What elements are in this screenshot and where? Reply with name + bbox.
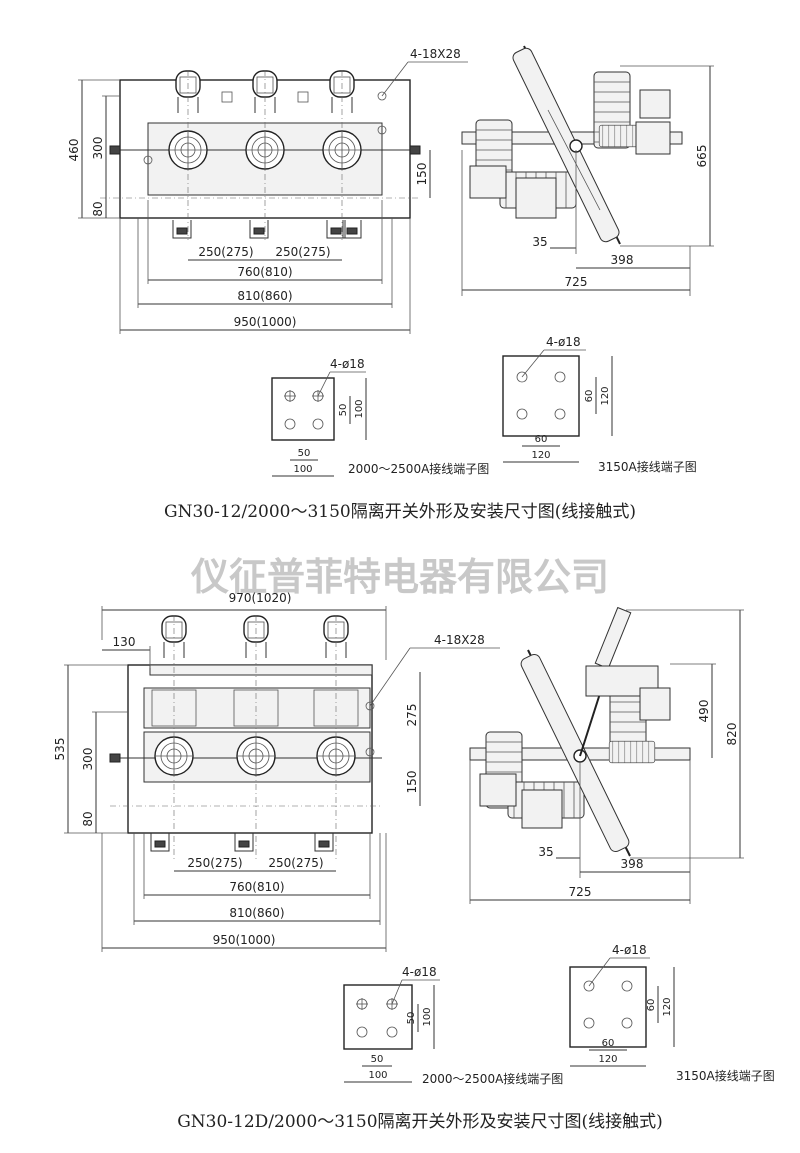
dim-v-inner: 50 <box>338 404 349 417</box>
caption-diagram1: GN30-12/2000～3150隔离开关外形及安装尺寸图(线接触式) <box>164 502 636 522</box>
terminal-label: 3150A接线端子图 <box>676 1068 775 1083</box>
dim-pitch-b: 250(275) <box>275 245 330 259</box>
dim-pitch-a: 250(275) <box>187 856 242 870</box>
dim-width-1: 760(810) <box>237 265 292 279</box>
company-watermark: 仪征普菲特电器有限公司 <box>190 555 609 599</box>
callout-holes: 4-ø18 <box>402 965 437 979</box>
dim-left-offset: 130 <box>113 635 136 649</box>
dim-h-inner: 50 <box>371 1054 384 1065</box>
dim-pitch-b: 250(275) <box>268 856 323 870</box>
diagram2-terminal-3150: 4-ø18 60 120 60 120 3150A接线端子图 <box>569 943 775 1083</box>
diagram2-side-view: 490 820 35 398 725 <box>469 606 744 904</box>
dim-v-inner: 60 <box>584 390 595 403</box>
dim-pitch-a: 250(275) <box>198 245 253 259</box>
terminal-label: 3150A接线端子图 <box>598 459 697 474</box>
dim-h-outer: 100 <box>293 464 312 475</box>
callout-holes: 4-ø18 <box>612 943 647 957</box>
caption-diagram2: GN30-12D/2000～3150隔离开关外形及安装尺寸图(线接触式) <box>177 1112 663 1132</box>
dim-height-mid: 300 <box>91 137 105 160</box>
diagram1-front-view: 4-18X28 460 300 80 150 250(275) 250(275)… <box>67 47 468 334</box>
dim-side-offset: 35 <box>538 845 553 859</box>
callout-slot: 4-18X28 <box>434 633 485 647</box>
diagram1-side-view: 665 35 398 725 <box>461 45 714 296</box>
dim-width-3: 950(1000) <box>213 933 276 947</box>
dim-height-upper: 275 <box>405 704 419 727</box>
dim-v-outer: 100 <box>354 399 365 418</box>
dim-v-outer: 120 <box>662 997 673 1016</box>
dim-side-height: 665 <box>695 145 709 168</box>
terminal-label: 2000～2500A接线端子图 <box>348 461 489 476</box>
callout-holes: 4-ø18 <box>330 357 365 371</box>
dim-height-low: 80 <box>81 811 95 826</box>
dim-side-width: 725 <box>569 885 592 899</box>
dim-height-total: 535 <box>53 738 67 761</box>
dim-height-mid: 300 <box>81 748 95 771</box>
dim-width-2: 810(860) <box>237 289 292 303</box>
dim-width-2: 810(860) <box>229 906 284 920</box>
dim-h-inner: 60 <box>602 1038 615 1049</box>
dim-v-outer: 100 <box>422 1007 433 1026</box>
dim-height-total: 460 <box>67 139 81 162</box>
dim-height-right: 150 <box>405 771 419 794</box>
dim-side-offset: 35 <box>532 235 547 249</box>
dim-width-1: 760(810) <box>229 880 284 894</box>
dim-side-height-total: 820 <box>725 723 739 746</box>
dim-top-width: 970(1020) <box>229 591 292 605</box>
dim-v-outer: 120 <box>600 386 611 405</box>
terminal-label: 2000～2500A接线端子图 <box>422 1071 563 1086</box>
dim-height-low: 80 <box>91 201 105 216</box>
diagram2-front-view: 970(1020) 130 4-18X28 535 300 80 275 150… <box>53 591 500 952</box>
dim-height-right: 150 <box>415 163 429 186</box>
dim-h-outer: 120 <box>598 1054 617 1065</box>
dim-v-inner: 50 <box>406 1012 417 1025</box>
dim-width-3: 950(1000) <box>234 315 297 329</box>
diagram1-terminal-2500: 4-ø18 50 100 50 100 2000～2500A接线端子图 <box>271 357 489 477</box>
diagram2-terminal-2500: 4-ø18 50 100 50 100 2000～2500A接线端子图 <box>343 965 563 1086</box>
dim-side-reach: 398 <box>611 253 634 267</box>
dim-v-inner: 60 <box>646 999 657 1012</box>
dim-side-height-upper: 490 <box>697 700 711 723</box>
dim-side-width: 725 <box>565 275 588 289</box>
dim-h-inner: 50 <box>298 448 311 459</box>
callout-slot: 4-18X28 <box>410 47 461 61</box>
dim-h-outer: 120 <box>531 450 550 461</box>
dim-side-reach: 398 <box>621 857 644 871</box>
dim-h-outer: 100 <box>368 1070 387 1081</box>
callout-holes: 4-ø18 <box>546 335 581 349</box>
dim-h-inner: 60 <box>535 434 548 445</box>
diagram1-terminal-3150: 4-ø18 60 120 60 120 3150A接线端子图 <box>502 335 697 474</box>
